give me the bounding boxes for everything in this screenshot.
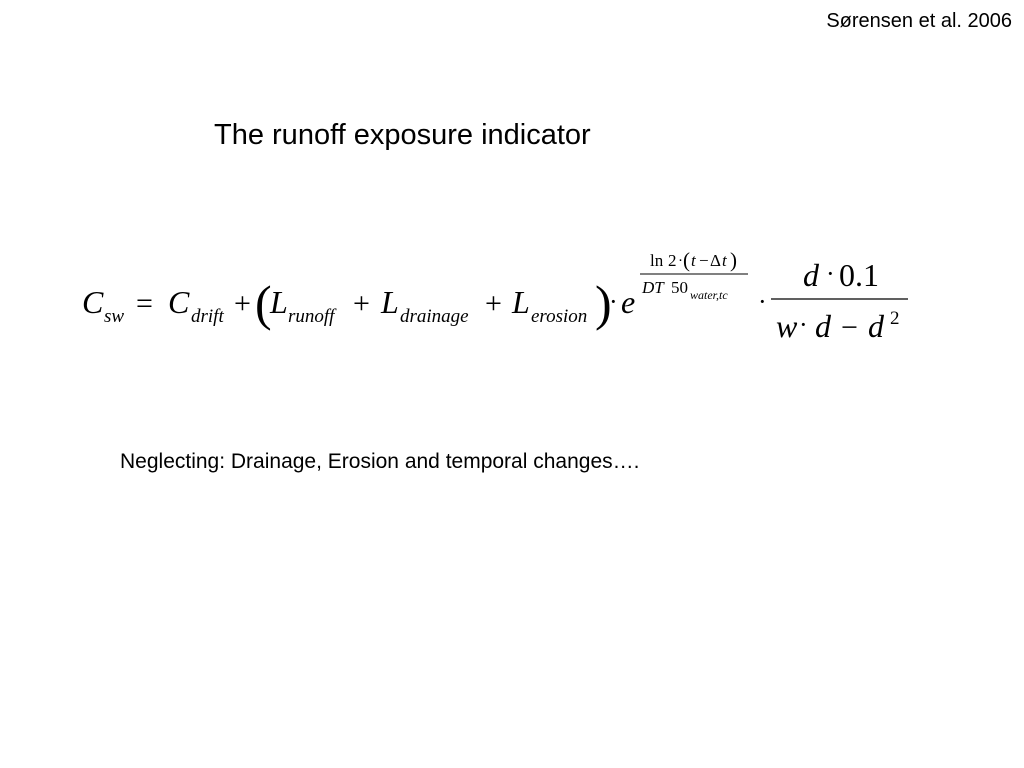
runoff-exposure-formula: C sw = C drift + ( L runoff + L drainage… (82, 248, 908, 344)
plus-sign-3: + (485, 287, 502, 320)
exponent-two: 2 (668, 251, 677, 270)
fraction-numerator-d: d (803, 257, 820, 293)
exponent-t: t (691, 251, 697, 270)
l-runoff-symbol: L (269, 284, 288, 320)
exponent-close-paren: ) (730, 248, 737, 272)
open-parenthesis: ( (255, 275, 272, 331)
c-drift-subscript: drift (191, 306, 224, 327)
citation-text: Sørensen et al. 2006 (826, 10, 1012, 32)
multiply-dot-1: · (609, 287, 618, 316)
lhs-symbol: C (82, 284, 104, 320)
exponent-fifty: 50 (671, 278, 688, 297)
lhs-subscript: sw (104, 306, 124, 327)
fraction-denominator-d: d (815, 308, 832, 344)
exponent-open-paren: ( (683, 248, 690, 272)
fraction-denominator-w: w (776, 308, 798, 344)
exponent-subscript: water,tc (690, 288, 728, 302)
multiply-dot-2: · (758, 287, 767, 316)
l-drainage-subscript: drainage (400, 306, 469, 327)
equals-sign: = (136, 287, 153, 320)
fraction-denominator-power: 2 (890, 308, 900, 329)
fraction-numerator-value: 0.1 (839, 257, 879, 293)
l-erosion-symbol: L (511, 284, 530, 320)
l-drainage-symbol: L (380, 284, 399, 320)
plus-sign-1: + (234, 287, 251, 320)
exponent-delta: Δ (710, 251, 721, 270)
c-drift-symbol: C (168, 284, 190, 320)
fraction-denominator-dot: · (799, 310, 808, 339)
l-erosion-subscript: erosion (531, 306, 587, 327)
exponent-minus: − (699, 251, 709, 270)
exponent-t2: t (722, 251, 728, 270)
slide-title: The runoff exposure indicator (214, 119, 591, 151)
l-runoff-subscript: runoff (288, 306, 337, 327)
exponent-ln: ln (650, 251, 664, 270)
fraction-numerator-dot: · (826, 259, 835, 288)
fraction-denominator-d2: d (868, 308, 885, 344)
plus-sign-2: + (353, 287, 370, 320)
exponent-dt: DT (641, 278, 665, 297)
exponential-e: e (621, 284, 635, 320)
fraction-denominator-minus: − (841, 311, 858, 344)
exponent-dot: · (678, 253, 683, 269)
close-parenthesis: ) (595, 275, 612, 331)
note-text: Neglecting: Drainage, Erosion and tempor… (120, 450, 640, 473)
